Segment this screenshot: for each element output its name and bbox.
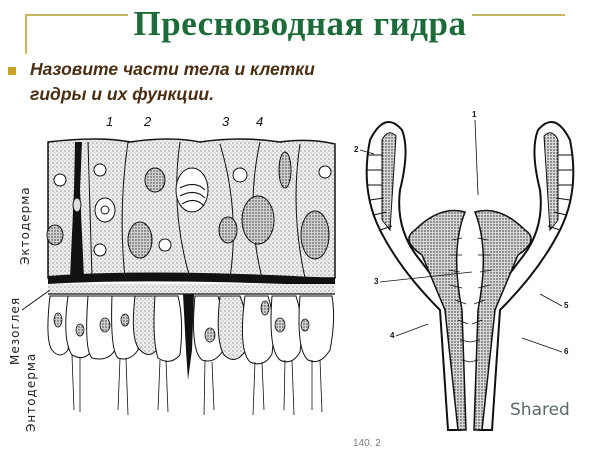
endoderm-label: Энтодерма bbox=[24, 352, 38, 432]
decor-vertical-line bbox=[25, 14, 27, 54]
right-label-2: 2 bbox=[354, 145, 359, 154]
bullet-text: Назовите части тела и клетки гидры и их … bbox=[30, 59, 315, 104]
left-label-1: 1 bbox=[106, 114, 114, 129]
right-label-3: 3 bbox=[374, 277, 379, 286]
slide-title: Пресноводная гидра bbox=[0, 2, 600, 46]
body-wall-section-figure: 1 2 3 4 Эктодерма Мезоглея Энтодерма bbox=[0, 110, 350, 450]
bullet-square-icon bbox=[8, 67, 16, 75]
left-label-4: 4 bbox=[256, 114, 264, 129]
right-label-6: 6 bbox=[564, 347, 569, 356]
watermark-text: Shared bbox=[510, 400, 570, 420]
right-label-1: 1 bbox=[472, 110, 477, 119]
right-label-5: 5 bbox=[564, 301, 569, 310]
figure-caption: 140. 2 bbox=[353, 438, 381, 449]
mesoglea-label: Мезоглея bbox=[8, 296, 22, 365]
ectoderm-label: Эктодерма bbox=[18, 186, 32, 265]
right-label-4: 4 bbox=[390, 331, 395, 340]
hydra-section-drawing bbox=[359, 119, 575, 431]
left-label-3: 3 bbox=[222, 114, 230, 129]
cell-layers-drawing bbox=[21, 138, 336, 416]
longitudinal-section-figure: 1 2 3 4 5 6 bbox=[340, 110, 600, 450]
left-label-2: 2 bbox=[144, 114, 152, 129]
